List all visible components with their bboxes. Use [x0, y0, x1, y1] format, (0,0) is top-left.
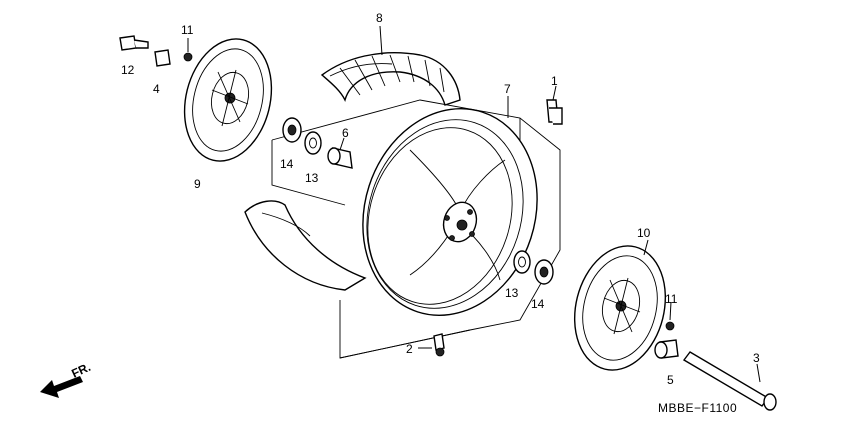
bearing-14-upper — [282, 117, 302, 143]
callout-3: 3 — [753, 351, 760, 365]
brake-disc-left — [183, 38, 273, 162]
callout-8: 8 — [376, 11, 383, 25]
bolt-11-lower — [665, 321, 675, 331]
tire-lower — [244, 200, 367, 291]
bolt-12 — [119, 35, 149, 51]
leader-lines — [187, 25, 761, 383]
callout-11: 11 — [181, 23, 194, 37]
front-arrow-icon — [40, 376, 83, 398]
assembly-outline — [271, 99, 561, 359]
valve-stem — [433, 333, 445, 357]
seal-13-upper — [304, 131, 322, 155]
collar-5 — [654, 339, 679, 359]
callout-10: 10 — [637, 226, 651, 240]
bolt-11-upper — [183, 52, 193, 62]
callout-6: 6 — [342, 126, 349, 140]
callout-14b: 14 — [531, 297, 545, 311]
callout-11b: 11 — [665, 292, 678, 306]
seal-13-lower — [513, 250, 531, 274]
distance-collar — [327, 147, 353, 169]
axle-shaft — [682, 351, 777, 411]
callout-7: 7 — [504, 82, 511, 96]
front-indicator: FR. — [69, 360, 92, 381]
wheel-rim — [362, 108, 538, 316]
collar-4 — [154, 49, 171, 67]
callout-13b: 13 — [505, 286, 519, 300]
callout-12: 12 — [121, 63, 135, 77]
tire-upper — [320, 52, 461, 106]
callout-13: 13 — [305, 171, 319, 185]
callout-1: 1 — [551, 74, 558, 88]
callout-9: 9 — [194, 177, 201, 191]
callout-4: 4 — [153, 82, 160, 96]
bearing-14-lower — [534, 259, 554, 285]
brake-disc-right — [573, 245, 667, 371]
balance-weight — [546, 99, 563, 125]
callout-2: 2 — [406, 342, 413, 356]
diagram-code: MBBE−F1100 — [658, 401, 737, 415]
callout-14: 14 — [280, 157, 294, 171]
callout-5: 5 — [667, 373, 674, 387]
